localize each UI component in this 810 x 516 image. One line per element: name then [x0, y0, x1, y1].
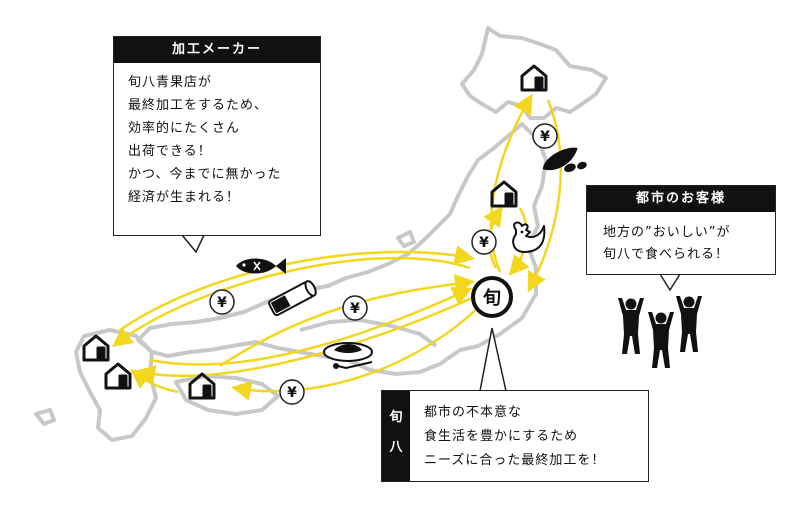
- maker-line: 効率的にたくさん: [128, 121, 241, 136]
- roll-icon: [268, 280, 317, 317]
- customer-pointer: [658, 273, 682, 292]
- yen-icon: ¥: [209, 289, 235, 315]
- arrow-north-house-to-hub: [527, 99, 562, 293]
- shunpachi-line: 都市の不本意な: [424, 405, 523, 420]
- shunpachi-hub-logo: 旬: [471, 276, 513, 318]
- yen-markers: ¥ ¥ ¥ ¥ ¥: [209, 123, 558, 405]
- shunpachi-callout: 旬八 都市の不本意な 食生活を豊かにするため ニーズに合った最終加工を！: [381, 390, 649, 482]
- house-icon: [104, 362, 132, 390]
- house-icon: [490, 180, 518, 208]
- japan-map: [34, 26, 608, 442]
- fish-icon: [236, 258, 286, 274]
- arrow-shikoku-to-kyushu: [129, 369, 179, 394]
- shunpachi-side-label: 旬八: [382, 391, 410, 481]
- maker-callout-title: 加工メーカー: [114, 37, 320, 63]
- map-shikoku: [174, 374, 280, 416]
- person-icon: [618, 298, 644, 354]
- arrow-hub-to-north-house: [489, 93, 533, 273]
- maker-line: 最終加工をするため、: [128, 98, 269, 113]
- shunpachi-side-text: 旬八: [389, 410, 403, 455]
- svg-text:旬: 旬: [482, 287, 501, 309]
- arrow-hub-to-shikoku: [231, 307, 479, 401]
- shunpachi-line: 食生活を豊かにするため: [424, 429, 579, 444]
- yen-icon: ¥: [279, 379, 305, 405]
- customer-callout-body: 地方の”おいしい”が 旬八で食べられる！: [587, 212, 775, 276]
- arrow-kyushu-1-to-hub: [119, 245, 475, 332]
- house-icon: [82, 334, 110, 362]
- customer-callout-title: 都市のお客様: [587, 186, 775, 212]
- map-hokkaido: [460, 26, 608, 120]
- maker-line: かつ、今までに無かった: [128, 167, 282, 182]
- house-icon: [188, 372, 216, 400]
- soybean-icon: [542, 147, 587, 173]
- yen-icon: ¥: [342, 295, 368, 321]
- svg-text:¥: ¥: [287, 385, 297, 401]
- shunpachi-pointer: [479, 327, 507, 392]
- customer-line: 地方の”おいしい”が: [603, 225, 731, 240]
- person-icon: [648, 312, 674, 368]
- map-island-small: [34, 408, 56, 426]
- people-group: [618, 296, 702, 368]
- svg-text:¥: ¥: [479, 235, 489, 251]
- customer-line: 旬八で食べられる！: [603, 247, 730, 262]
- shunpachi-line: ニーズに合った最終加工を！: [424, 453, 606, 468]
- maker-line: 出荷できる！: [128, 144, 212, 159]
- map-inland-ridge: [299, 318, 438, 348]
- yen-icon: ¥: [532, 123, 558, 149]
- maker-line: 旬八青果店が: [128, 75, 213, 90]
- map-honshu: [136, 122, 548, 376]
- customer-callout: 都市のお客様 地方の”おいしい”が 旬八で食べられる！: [586, 185, 776, 275]
- arrow-hub-to-kyushu-1: [112, 256, 471, 348]
- curry-icon: [323, 342, 373, 370]
- maker-line: 経済が生まれる！: [128, 190, 241, 205]
- house-icon: [520, 64, 548, 92]
- chicken-icon: [512, 221, 546, 253]
- maker-callout: 加工メーカー 旬八青果店が 最終加工をするため、 効率的にたくさん 出荷できる！…: [113, 36, 321, 236]
- houses: [82, 64, 548, 400]
- maker-pointer: [180, 234, 206, 254]
- arrow-hub-to-kyushu-2: [135, 296, 473, 385]
- person-icon: [676, 296, 702, 352]
- arrow-kyushu-2-to-hub: [149, 287, 473, 366]
- yen-icon: ¥: [471, 229, 497, 255]
- shunpachi-callout-body: 都市の不本意な 食生活を豊かにするため ニーズに合った最終加工を！: [410, 391, 619, 483]
- svg-text:¥: ¥: [217, 295, 227, 311]
- svg-text:¥: ¥: [350, 301, 360, 317]
- maker-callout-body: 旬八青果店が 最終加工をするため、 効率的にたくさん 出荷できる！ かつ、今まで…: [114, 63, 320, 217]
- svg-text:¥: ¥: [540, 129, 550, 145]
- map-kyushu: [74, 328, 158, 442]
- map-island-small-2: [396, 230, 416, 248]
